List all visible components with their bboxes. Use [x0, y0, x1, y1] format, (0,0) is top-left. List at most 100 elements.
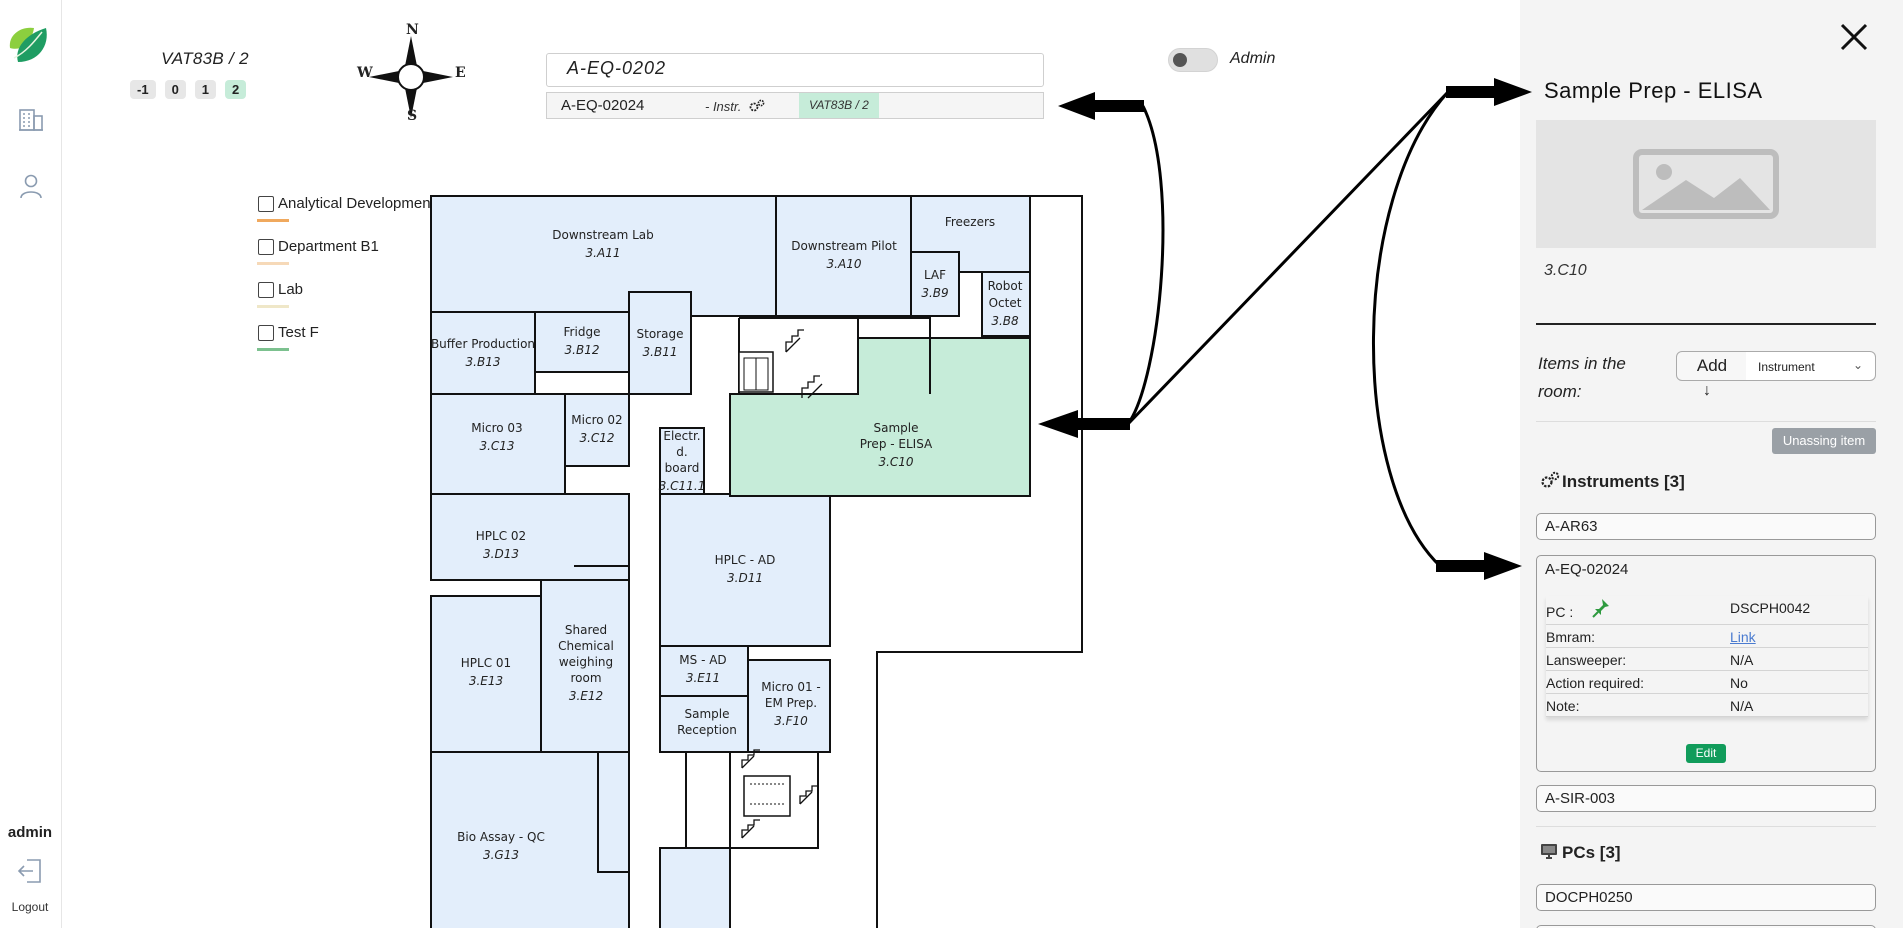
- floor-plan: Downstream Lab 3.A11 Downstream Pilot 3.…: [430, 195, 1083, 928]
- room-hplc-01[interactable]: [430, 595, 542, 753]
- logout-icon[interactable]: [15, 857, 45, 885]
- compass: N S W E: [355, 22, 466, 126]
- room-sample-prep-elisa[interactable]: [729, 337, 1031, 497]
- elevator-icon: [743, 775, 791, 817]
- bmram-link[interactable]: Link: [1730, 629, 1756, 645]
- instrument-item[interactable]: A-SIR-003: [1536, 785, 1876, 812]
- room-label: board: [665, 461, 700, 475]
- logout-label[interactable]: Logout: [11, 900, 49, 914]
- add-item-button[interactable]: Add: [1676, 351, 1748, 381]
- room-electrical-board[interactable]: [659, 427, 705, 495]
- admin-toggle[interactable]: [1168, 48, 1218, 72]
- stairs-icon: [741, 329, 823, 839]
- room-code-label: 3.C11.1: [659, 479, 706, 493]
- room-label: Sample: [685, 707, 730, 721]
- detail-key: PC :: [1546, 604, 1574, 620]
- room-code-label: 3.G13: [483, 848, 519, 862]
- unassign-item-button[interactable]: Unassing item: [1772, 428, 1876, 454]
- legend-label: Test F: [278, 324, 319, 341]
- room-code-label: 3.A10: [827, 257, 862, 271]
- room-label: Octet: [989, 296, 1022, 310]
- room-label: MS - AD: [679, 653, 726, 667]
- room-label: Fridge: [564, 325, 601, 339]
- item-type-select[interactable]: Instrument⌄: [1746, 351, 1876, 381]
- compass-west: W: [357, 65, 373, 81]
- detail-row: PC : DSCPH0042: [1546, 596, 1868, 625]
- instrument-title: A-EQ-02024: [1545, 561, 1629, 578]
- pc-item[interactable]: DOCPH0250: [1536, 884, 1876, 911]
- detail-value: No: [1730, 675, 1748, 691]
- detail-value: DSCPH0042: [1730, 600, 1811, 616]
- sidebar: admin Logout: [0, 0, 62, 928]
- detail-value: N/A: [1730, 698, 1754, 714]
- room-micro-02[interactable]: [564, 393, 630, 467]
- panel-divider: [1536, 826, 1876, 827]
- monitor-icon: [1541, 844, 1557, 860]
- detail-row: Bmram: Link: [1546, 625, 1868, 648]
- room-downstream-pilot[interactable]: [775, 195, 912, 317]
- pcs-section-header: PCs [3]: [1540, 843, 1621, 864]
- detail-row: Action required: No: [1546, 671, 1868, 694]
- room-storage[interactable]: [628, 291, 692, 395]
- room-hplc-ad[interactable]: [659, 493, 831, 647]
- room-shared-weighing[interactable]: [540, 579, 630, 753]
- compass-east: E: [455, 65, 466, 81]
- room-code-label: 3.A11: [586, 246, 621, 260]
- annotation-line: [1126, 90, 1450, 426]
- room-robot-octet[interactable]: [981, 271, 1031, 337]
- room-code-label: 3.C12: [579, 431, 614, 445]
- search-input[interactable]: A-EQ-0202: [546, 53, 1044, 87]
- room-micro-01[interactable]: [747, 659, 831, 753]
- room-label: HPLC - AD: [715, 553, 776, 567]
- legend-label: Analytical Development: [278, 195, 435, 212]
- instrument-item-expanded[interactable]: A-EQ-02024 PC : DSCPH0042 Bmram: Link La…: [1536, 555, 1876, 772]
- floor-chip[interactable]: 1: [194, 80, 217, 99]
- room-code-label: 3.F10: [774, 714, 808, 728]
- building-icon[interactable]: [17, 104, 45, 132]
- room-buffer-production[interactable]: [430, 311, 536, 395]
- edit-button[interactable]: Edit: [1686, 744, 1726, 763]
- room-bio-assay-qc[interactable]: [430, 751, 630, 928]
- search-result-item[interactable]: A-EQ-02024 - Instr. VAT83B / 2: [546, 92, 1044, 119]
- close-icon[interactable]: [1837, 20, 1871, 54]
- admin-label: Admin: [1230, 50, 1276, 67]
- leaf-logo-icon[interactable]: [4, 18, 52, 68]
- result-location-badge: VAT83B / 2: [799, 93, 879, 118]
- detail-row: Lansweeper: N/A: [1546, 648, 1868, 671]
- room-label: Sample: [874, 421, 919, 435]
- room-label: Downstream Pilot: [791, 239, 897, 253]
- room-sample-reception[interactable]: [659, 695, 749, 753]
- room-code-label: 3.C13: [479, 439, 514, 453]
- elevator-icon: [738, 351, 774, 393]
- legend-checkbox[interactable]: [258, 325, 274, 341]
- floor-chip-active[interactable]: 2: [225, 80, 247, 99]
- legend-swatch: [257, 262, 289, 265]
- room-micro-03[interactable]: [430, 393, 566, 495]
- floor-selector: -1 0 1 2: [130, 80, 247, 99]
- legend-swatch: [257, 219, 289, 222]
- floor-chip[interactable]: -1: [130, 80, 156, 99]
- building-label: VAT83B / 2: [161, 49, 249, 68]
- instruments-section-header: Instruments [3]: [1540, 471, 1685, 494]
- room-laf[interactable]: [910, 251, 960, 317]
- room-code-label: 3.E12: [569, 689, 603, 703]
- legend-checkbox[interactable]: [258, 282, 274, 298]
- toggle-knob: [1173, 53, 1187, 67]
- room-code-label: 3.B11: [643, 345, 678, 359]
- annotation-curve: [1126, 105, 1165, 425]
- room-label: HPLC 01: [461, 656, 511, 670]
- instrument-item[interactable]: A-AR63: [1536, 513, 1876, 540]
- floor-chip[interactable]: 0: [164, 80, 186, 99]
- room-code-label: 3.B9: [921, 286, 948, 300]
- room-code-label: 3.B12: [565, 343, 600, 357]
- legend-checkbox[interactable]: [258, 196, 274, 212]
- legend-label: Department B1: [278, 238, 379, 255]
- arrow-left-icon: [1058, 92, 1144, 120]
- result-kind: - Instr.: [705, 99, 766, 114]
- room-label: Micro 02: [571, 413, 622, 427]
- room-fridge[interactable]: [534, 311, 630, 373]
- user-icon[interactable]: [17, 172, 45, 200]
- legend-checkbox[interactable]: [258, 239, 274, 255]
- pin-icon[interactable]: [1592, 598, 1610, 618]
